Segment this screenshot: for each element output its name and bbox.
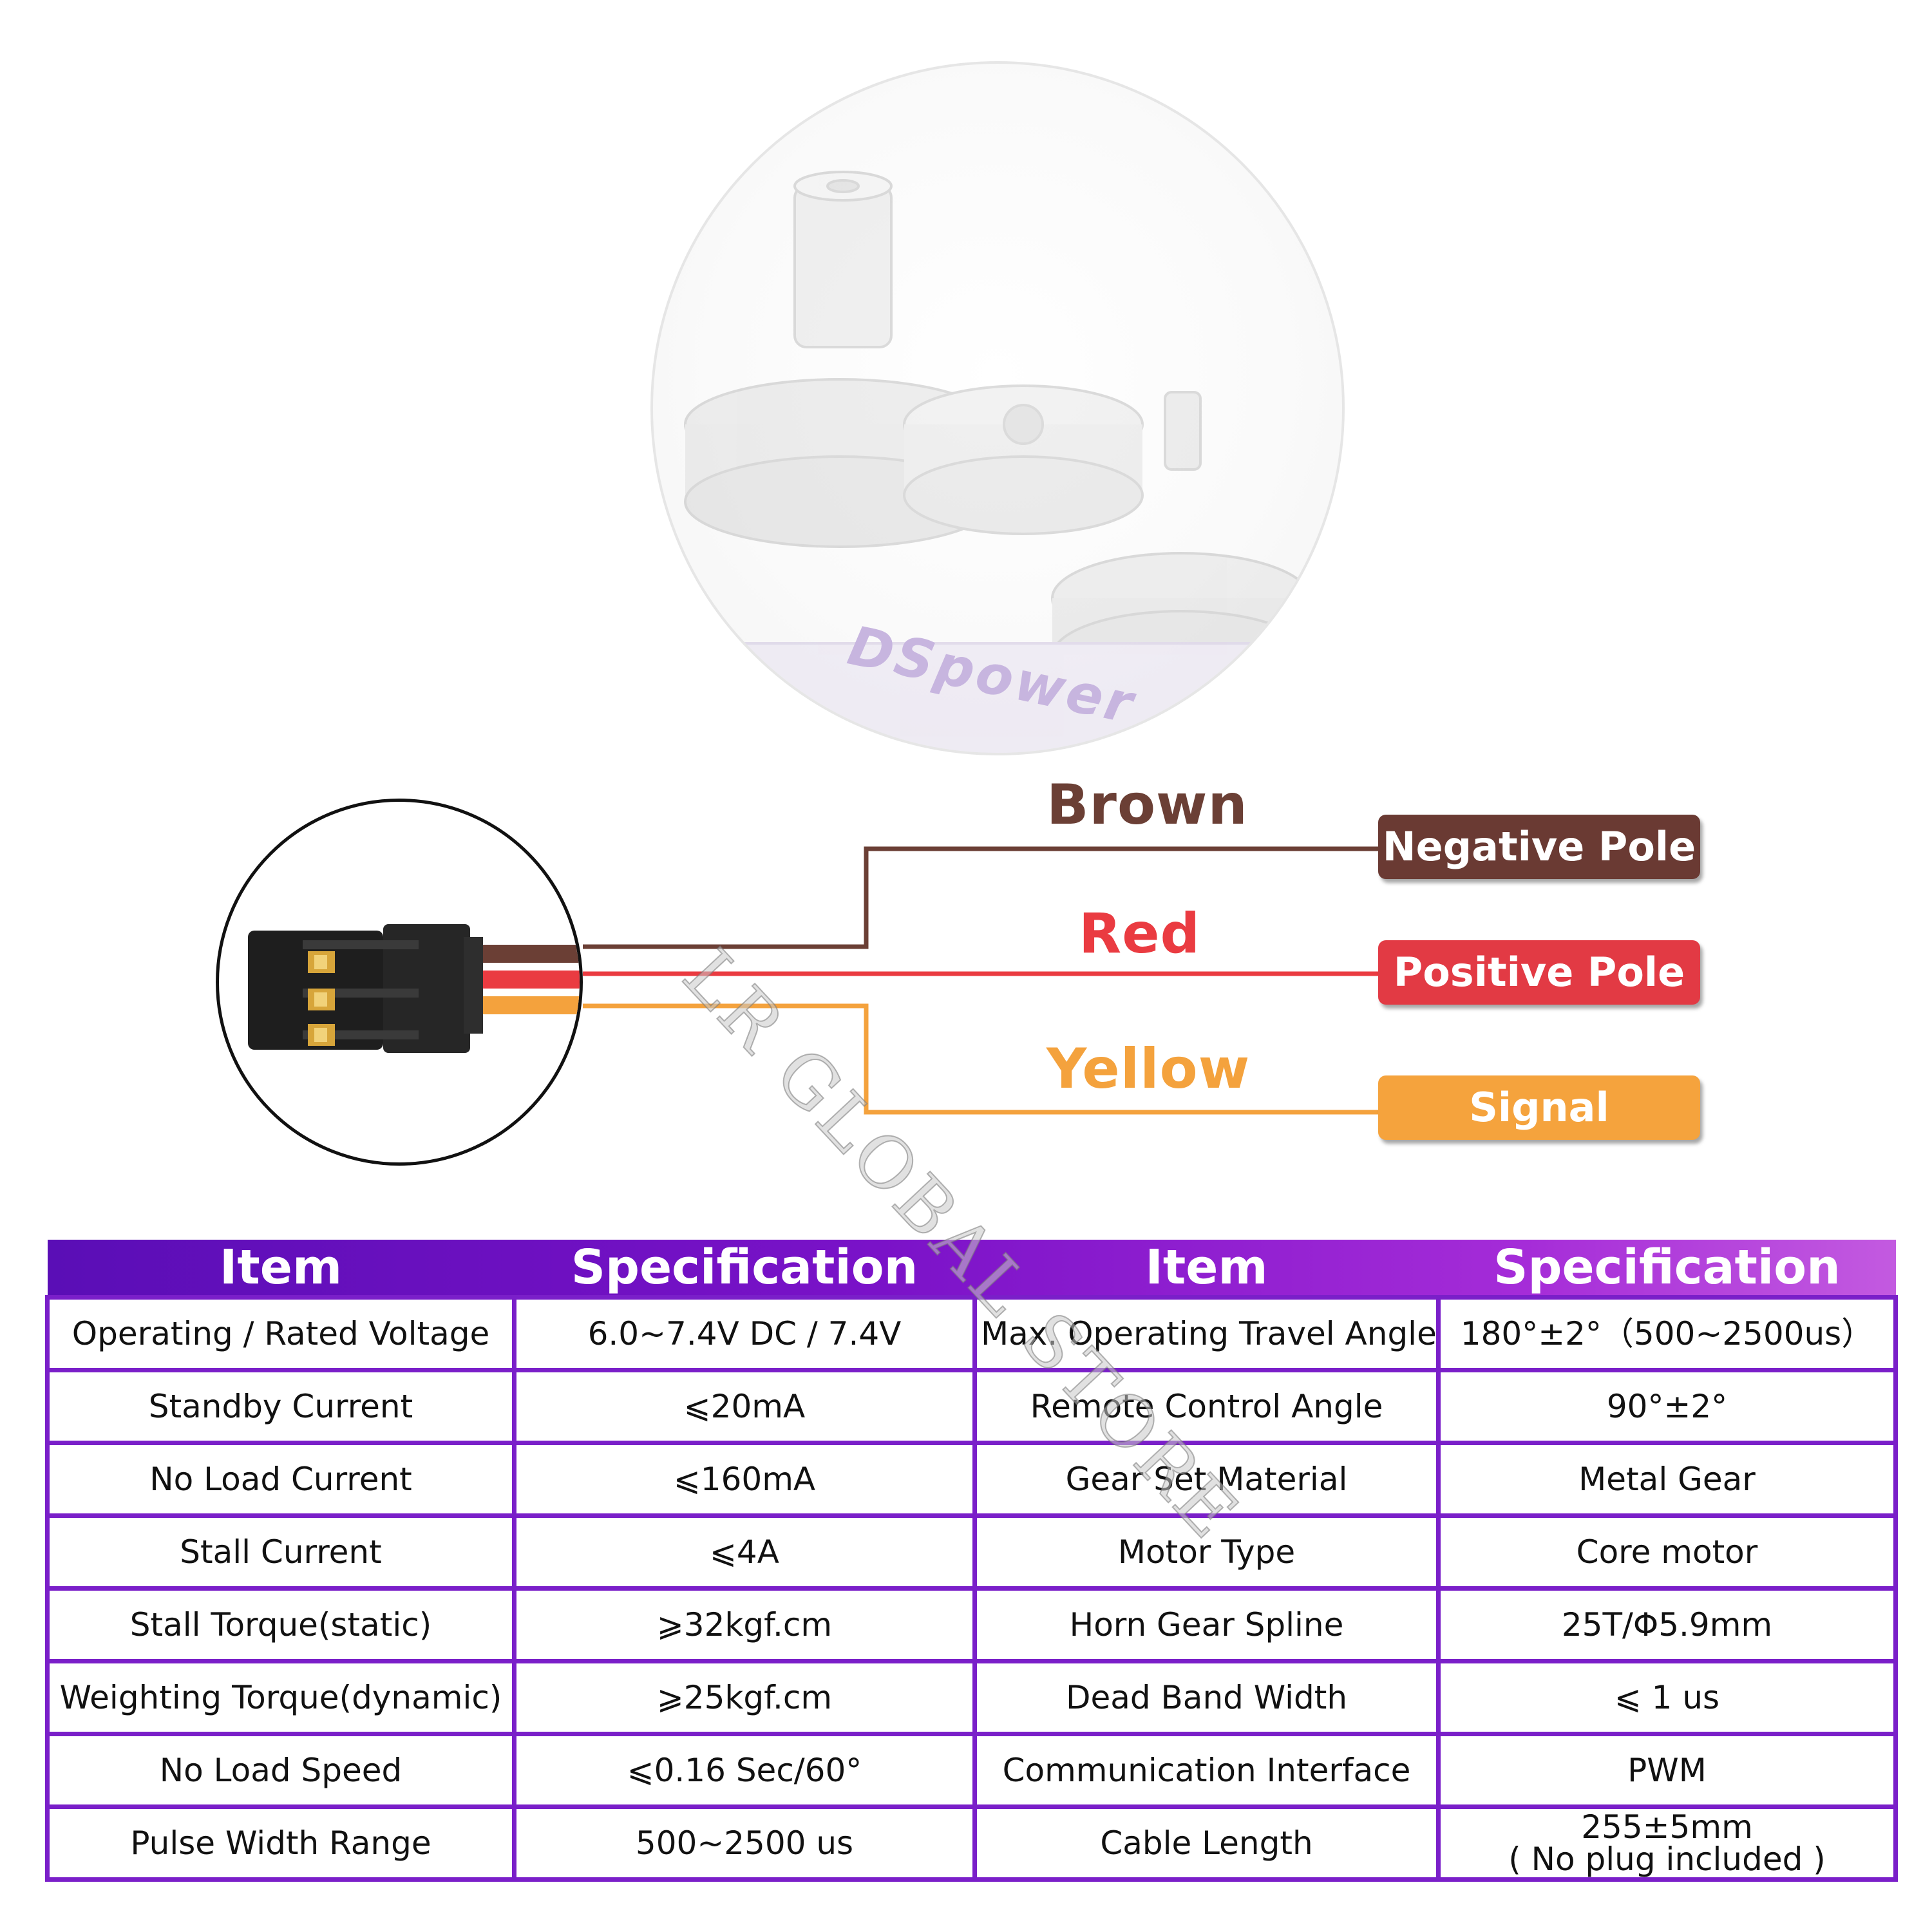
wire-color-yellow: Yellow: [1046, 1037, 1251, 1101]
item-cell: Operating / Rated Voltage: [45, 1295, 516, 1372]
yellow-wire-line: [583, 1003, 1385, 1115]
specification-table: Item Specification Item Specification Op…: [45, 1240, 1898, 1882]
header-specification-2: Specification: [1493, 1240, 1841, 1295]
item-cell: Stall Torque(static): [45, 1586, 516, 1663]
spec-cell: 255±5mm ( No plug included ): [1436, 1804, 1898, 1882]
signal-badge: Signal: [1378, 1075, 1700, 1140]
spec-cell: 500~2500 us: [512, 1804, 977, 1882]
wiring-diagram: Brown Red Yellow Negative Pole Positive …: [0, 741, 1932, 1191]
item-cell: Max. Operating Travel Angle: [972, 1295, 1441, 1372]
item-cell: Weighting Torque(dynamic): [45, 1659, 516, 1736]
table-row: Weighting Torque(dynamic) ⩾25kgf.cm Dead…: [45, 1659, 1898, 1736]
servo-gear-image: DSpower: [650, 61, 1345, 755]
negative-pole-badge: Negative Pole: [1378, 815, 1700, 879]
table-row: No Load Current ⩽160mA Gear Set Material…: [45, 1441, 1898, 1518]
spec-cell: PWM: [1436, 1732, 1898, 1809]
spec-cell: 6.0~7.4V DC / 7.4V: [512, 1295, 977, 1372]
item-cell: Dead Band Width: [972, 1659, 1441, 1736]
header-item-1: Item: [219, 1240, 343, 1295]
item-cell: Stall Current: [45, 1513, 516, 1591]
gear-illustration: [665, 171, 1331, 753]
item-cell: Cable Length: [972, 1804, 1441, 1882]
table-row: Standby Current ⩽20mA Remote Control Ang…: [45, 1368, 1898, 1445]
wire-color-red: Red: [1079, 902, 1201, 966]
spec-cell: ⩽20mA: [512, 1368, 977, 1445]
item-cell: Motor Type: [972, 1513, 1441, 1591]
spec-cell: Metal Gear: [1436, 1441, 1898, 1518]
item-cell: Pulse Width Range: [45, 1804, 516, 1882]
spec-line: 255±5mm: [1581, 1808, 1753, 1846]
table-row: Pulse Width Range 500~2500 us Cable Leng…: [45, 1804, 1898, 1882]
connector-plug-icon: [248, 924, 580, 1053]
header-specification-1: Specification: [571, 1240, 918, 1295]
spec-cell: ⩾25kgf.cm: [512, 1659, 977, 1736]
spec-cell: 90°±2°: [1436, 1368, 1898, 1445]
item-cell: Standby Current: [45, 1368, 516, 1445]
spec-cell: ⩾32kgf.cm: [512, 1586, 977, 1663]
wire-color-brown: Brown: [1046, 773, 1248, 837]
item-cell: Communication Interface: [972, 1732, 1441, 1809]
spec-cell: 25T/Φ5.9mm: [1436, 1586, 1898, 1663]
positive-pole-badge: Positive Pole: [1378, 940, 1700, 1005]
spec-cell: 180°±2°（500~2500us）: [1436, 1295, 1898, 1372]
spec-cell: ⩽4A: [512, 1513, 977, 1591]
item-cell: No Load Current: [45, 1441, 516, 1518]
header-item-2: Item: [1145, 1240, 1268, 1295]
table-header-row: Item Specification Item Specification: [47, 1240, 1896, 1298]
spec-cell: ⩽160mA: [512, 1441, 977, 1518]
servo-connector-closeup: [216, 799, 583, 1166]
table-row: No Load Speed ⩽0.16 Sec/60° Communicatio…: [45, 1732, 1898, 1809]
item-cell: Horn Gear Spline: [972, 1586, 1441, 1663]
brown-wire-line: [583, 846, 1385, 949]
wire-lines: [583, 846, 1385, 1115]
table-row: Stall Torque(static) ⩾32kgf.cm Horn Gear…: [45, 1586, 1898, 1663]
item-cell: Gear Set Material: [972, 1441, 1441, 1518]
table-row: Operating / Rated Voltage 6.0~7.4V DC / …: [45, 1295, 1898, 1372]
spec-cell: ⩽ 1 us: [1436, 1659, 1898, 1736]
item-cell: Remote Control Angle: [972, 1368, 1441, 1445]
spec-line: ( No plug included ): [1508, 1841, 1826, 1878]
table-row: Stall Current ⩽4A Motor Type Core motor: [45, 1513, 1898, 1591]
spec-cell: Core motor: [1436, 1513, 1898, 1591]
item-cell: No Load Speed: [45, 1732, 516, 1809]
spec-cell: ⩽0.16 Sec/60°: [512, 1732, 977, 1809]
